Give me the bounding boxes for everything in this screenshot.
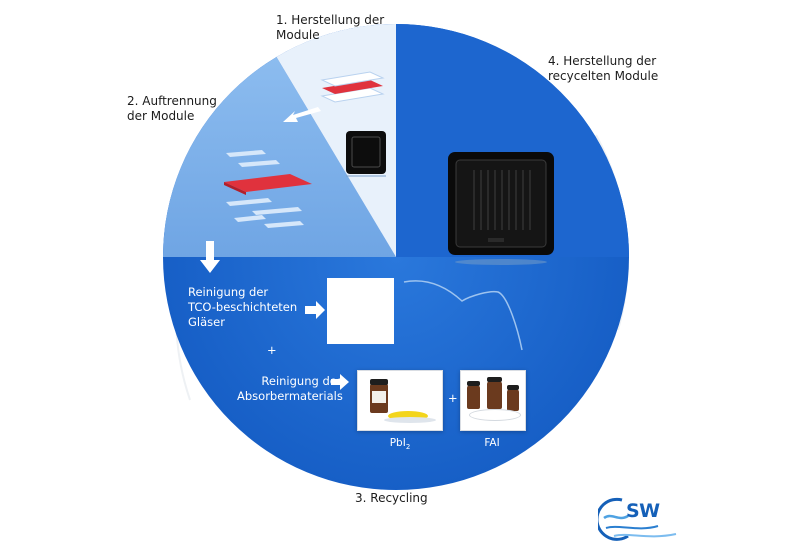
plus-sign-1: + <box>267 343 277 357</box>
recycled-module-large <box>448 152 554 265</box>
fai-caption: FAI <box>484 437 500 449</box>
arrow-to-glass <box>305 301 325 319</box>
plus-sign-2: + <box>448 391 458 405</box>
arrow-to-absorber <box>331 374 349 390</box>
pbi2-caption: PbI2 <box>389 437 411 452</box>
arrow-to-separation <box>283 107 321 122</box>
glass-cleaning-label: Reinigung der TCO-beschichteten Gläser <box>188 285 298 329</box>
logo-text: SW <box>626 500 660 522</box>
absorber-cleaning-label: Reinigung des Absorbermaterials <box>237 374 343 403</box>
step4-label: 4. Herstellung der recycelten Module <box>548 54 659 83</box>
clean-glass-square <box>327 278 394 344</box>
black-module-small <box>346 131 386 177</box>
arrow-down <box>200 241 220 273</box>
step2-label: 2. Auftrennung der Module <box>127 94 217 123</box>
layered-module-icon-small <box>320 71 385 103</box>
brace <box>403 280 523 351</box>
pbi2-photo <box>357 370 443 431</box>
separated-layers-icon <box>224 150 312 228</box>
logo-wave-icon <box>595 497 677 541</box>
fai-photo <box>460 370 526 431</box>
company-logo: SW <box>595 496 680 542</box>
step3-label: 3. Recycling <box>355 491 428 505</box>
segment-separation <box>163 57 396 257</box>
step1-label: 1. Herstellung der Module <box>276 13 385 42</box>
